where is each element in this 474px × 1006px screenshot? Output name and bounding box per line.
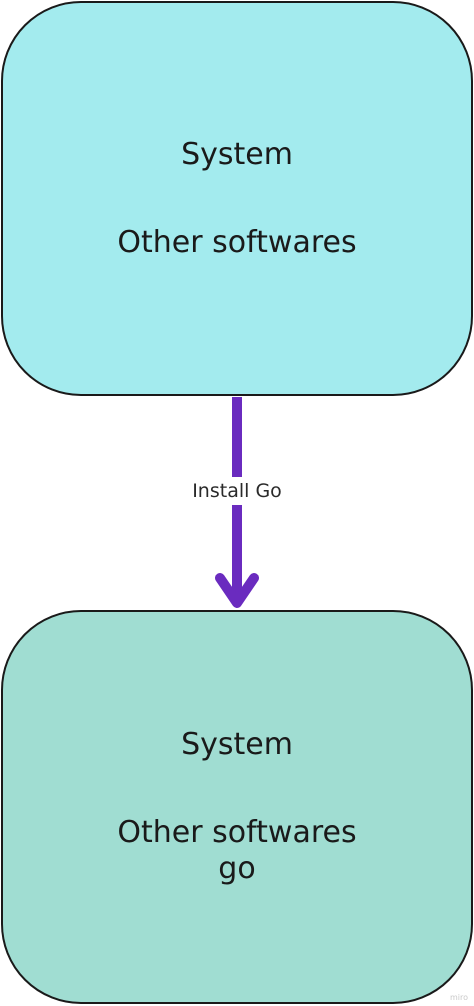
miro-watermark: miro [449,993,468,1002]
edge-label-text: Install Go [188,480,286,502]
node-bottom-line-go: go [218,851,256,886]
node-bottom-line-software: Other softwares [117,815,357,850]
node-bottom-line-system: System [181,727,293,762]
arrow-head-icon [215,573,259,608]
edge-label: Install Go [137,477,337,505]
node-system-before: System Other softwares [1,1,473,396]
node-top-line-system: System [181,136,293,172]
node-top-line-software: Other softwares [117,224,357,260]
node-system-after: System Other softwares go [1,610,473,1004]
